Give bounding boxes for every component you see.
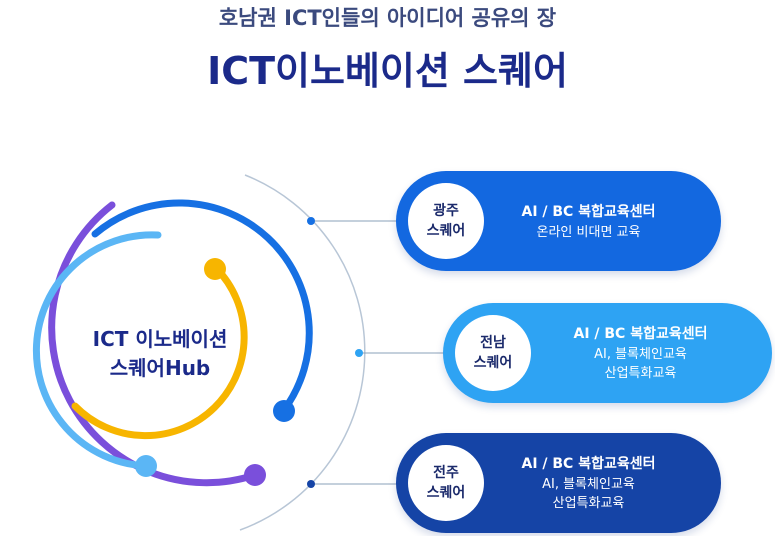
- page-title: ICT이노베이션 스퀘어: [207, 49, 568, 93]
- center-description: AI, 블록체인교육 산업특화교육: [542, 475, 635, 513]
- center-name-line2: 스퀘어: [426, 485, 466, 501]
- center-desc-line2: 산업특화교육: [604, 366, 677, 381]
- center-heading: AI / BC 복합교육센터: [521, 456, 656, 472]
- hub-label-line2: 스퀘어Hub: [109, 356, 211, 380]
- center-desc-line1: 온라인 비대면 교육: [536, 224, 641, 240]
- center-info: AI / BC 복합교육센터 AI, 블록체인교육 산업특화교육: [496, 433, 681, 533]
- ring-yellow-dot: [204, 258, 226, 280]
- center-name-line2: 스퀘어: [473, 355, 513, 371]
- ring-blue: [91, 199, 313, 414]
- ring-light-blue-dot: [135, 455, 157, 477]
- center-desc-line1: AI, 블록체인교육: [594, 347, 687, 362]
- center-card-jeonnam: 전남 스퀘어 AI / BC 복합교육센터 AI, 블록체인교육 산업특화교육: [443, 303, 772, 403]
- center-name-badge: 전남 스퀘어: [455, 315, 531, 391]
- hub-label-line1: ICT 이노베이션: [92, 327, 228, 351]
- center-name-badge: 광주 스퀘어: [408, 183, 484, 259]
- center-desc-line1: AI, 블록체인교육: [542, 477, 635, 492]
- center-name-line1: 광주: [433, 203, 459, 219]
- center-heading: AI / BC 복합교육센터: [521, 203, 656, 220]
- connector-jeonnam-dot: [355, 349, 363, 357]
- ring-light-blue: [32, 231, 162, 470]
- connector-gwangju-dot: [307, 217, 315, 225]
- center-info: AI / BC 복합교육센터 온라인 비대면 교육: [496, 171, 681, 271]
- ring-blue-dot: [273, 400, 295, 422]
- center-name-line2: 스퀘어: [426, 223, 466, 239]
- center-heading: AI / BC 복합교육센터: [573, 326, 708, 342]
- connector-jeonju-dot: [307, 480, 315, 488]
- center-card-jeonju: 전주 스퀘어 AI / BC 복합교육센터 AI, 블록체인교육 산업특화교육: [396, 433, 721, 533]
- page-subtitle: 호남권 ICT인들의 아이디어 공유의 장: [218, 6, 557, 30]
- ring-yellow: [71, 264, 248, 440]
- hub-label: ICT 이노베이션 스퀘어Hub: [55, 325, 265, 383]
- center-name-line1: 전주: [433, 465, 459, 481]
- outer-thin-arc: [239, 174, 366, 531]
- center-name-line1: 전남: [480, 335, 506, 351]
- center-name-badge: 전주 스퀘어: [408, 445, 484, 521]
- center-description: AI, 블록체인교육 산업특화교육: [594, 345, 687, 383]
- center-description: 온라인 비대면 교육: [537, 223, 641, 242]
- ring-purple: [48, 201, 259, 487]
- center-desc-line2: 산업특화교육: [552, 496, 625, 511]
- center-info: AI / BC 복합교육센터 AI, 블록체인교육 산업특화교육: [543, 303, 738, 403]
- ring-purple-dot: [244, 464, 266, 486]
- center-card-gwangju: 광주 스퀘어 AI / BC 복합교육센터 온라인 비대면 교육: [396, 171, 721, 271]
